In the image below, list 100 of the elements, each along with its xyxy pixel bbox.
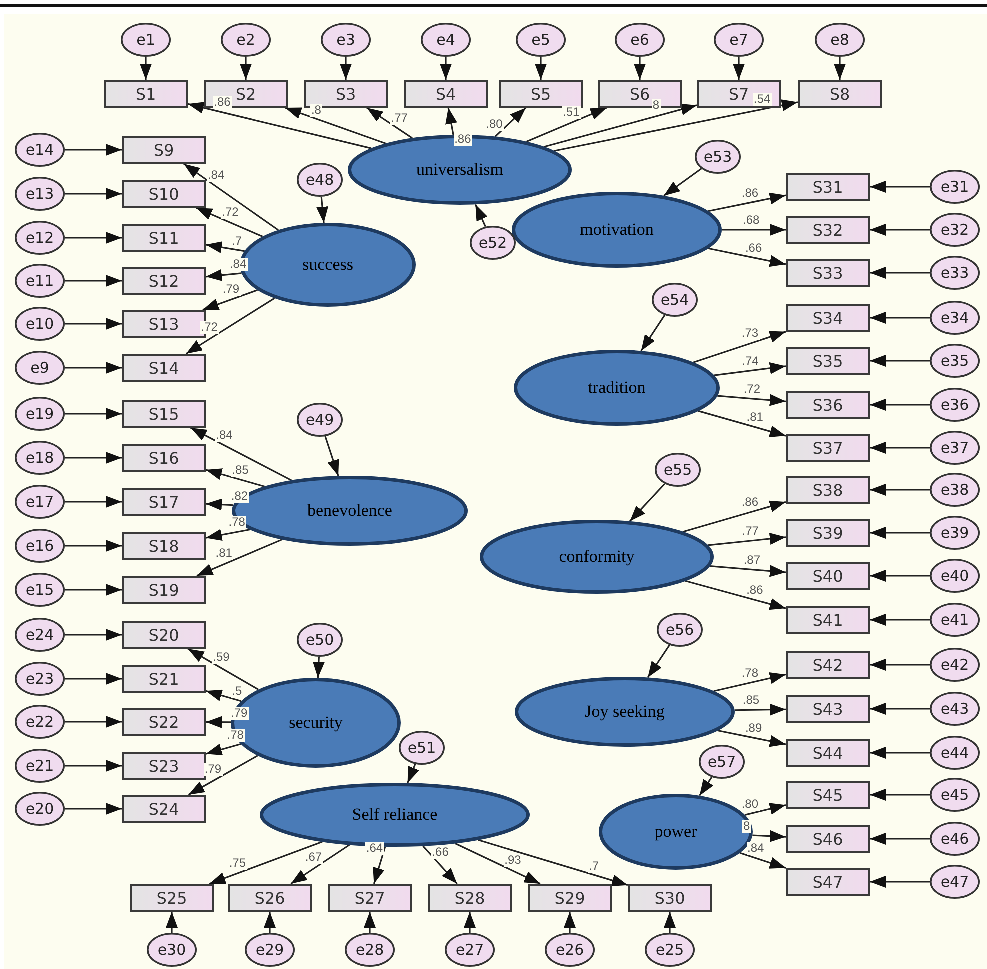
variable-label: e52: [478, 234, 508, 252]
observed-variable-box: [786, 651, 870, 679]
arrow: [733, 57, 745, 80]
edge-label: .73: [740, 327, 760, 340]
variable-label: e16: [26, 537, 54, 555]
variable-label: e38: [940, 481, 970, 499]
edge-label: .66: [431, 846, 450, 859]
error-term-ellipse: [930, 213, 980, 247]
arrow: [718, 730, 786, 748]
arrow: [140, 57, 152, 80]
variable-label: S21: [148, 670, 180, 688]
observed-variable-box: [122, 752, 206, 780]
latent-variable-ellipse: [515, 677, 735, 747]
arrow: [526, 107, 608, 143]
arrow: [285, 107, 386, 144]
variable-label: S24: [148, 800, 180, 818]
edge-label: .7: [231, 234, 244, 248]
variable-label: e10: [26, 315, 54, 333]
arrow: [870, 833, 930, 845]
error-term-ellipse: [445, 933, 495, 967]
variable-label: tradition: [588, 378, 646, 398]
arrow: [564, 912, 576, 933]
arrow: [166, 912, 178, 933]
error-term-ellipse: [645, 933, 695, 967]
arrow: [647, 644, 670, 678]
arrow: [870, 442, 930, 454]
variable-label: e26: [556, 941, 584, 959]
variable-label: e46: [940, 830, 970, 848]
arrow: [722, 224, 786, 236]
arrow: [65, 716, 122, 728]
edge-label: .75: [228, 856, 248, 870]
error-term-ellipse: [297, 403, 343, 437]
arrow: [186, 298, 276, 355]
observed-variable-box: [104, 80, 188, 108]
error-term-ellipse: [695, 140, 741, 174]
arrow: [870, 659, 930, 671]
observed-variable-box: [122, 532, 206, 560]
arrow: [699, 776, 714, 796]
variable-label: e28: [356, 941, 384, 959]
observed-variable-box: [786, 606, 870, 634]
arrow: [65, 496, 122, 508]
error-term-ellipse: [714, 23, 764, 57]
observed-variable-box: [428, 884, 512, 912]
edge-label: .82: [230, 490, 250, 503]
edge-label: .64: [365, 842, 384, 855]
observed-variable-box: [228, 884, 312, 912]
variable-label: conformity: [559, 547, 635, 567]
error-term-ellipse: [297, 623, 343, 657]
variable-label: S42: [812, 656, 844, 674]
error-term-ellipse: [930, 431, 980, 465]
latent-variable-ellipse: [514, 350, 720, 426]
arrow: [474, 204, 488, 228]
arrow: [683, 500, 786, 533]
arrow: [870, 789, 930, 801]
error-term-ellipse: [930, 516, 980, 550]
observed-variable-box: [122, 180, 206, 208]
edge-label: .77: [741, 524, 760, 538]
arrow: [734, 704, 786, 716]
arrow: [407, 764, 420, 784]
error-term-ellipse: [699, 745, 745, 779]
variable-label: S44: [812, 744, 844, 762]
error-term-ellipse: [930, 256, 980, 290]
variable-label: e41: [940, 611, 970, 629]
arrow: [65, 629, 122, 641]
variable-label: S11: [148, 228, 180, 248]
variable-label: e4: [436, 31, 456, 49]
arrow: [65, 275, 122, 287]
observed-variable-box: [786, 347, 870, 375]
variable-label: e5: [532, 31, 550, 49]
edge-label: .89: [744, 722, 764, 735]
variable-label: S12: [148, 272, 180, 290]
observed-variable-box: [786, 434, 870, 462]
edge-label: .8: [310, 104, 322, 117]
variable-label: e7: [730, 31, 748, 49]
error-term-ellipse: [930, 603, 980, 637]
arrow: [870, 570, 930, 582]
variable-label: S34: [812, 308, 844, 328]
edge-label: .51: [562, 106, 581, 119]
observed-variable-box: [122, 488, 206, 516]
arrow: [535, 57, 547, 80]
variable-label: e43: [940, 700, 970, 718]
arrow: [206, 468, 266, 488]
arrow: [65, 760, 122, 772]
observed-variable-box: [786, 562, 870, 590]
arrow: [446, 108, 458, 136]
observed-variable-box: [628, 884, 712, 912]
variable-label: S14: [148, 358, 180, 378]
variable-label: e6: [630, 31, 650, 49]
variable-label: S33: [812, 264, 844, 282]
edge-label: .93: [504, 854, 522, 868]
latent-variable-ellipse: [512, 192, 722, 268]
error-term-ellipse: [516, 23, 566, 57]
arrow: [440, 57, 452, 80]
observed-variable-box: [404, 80, 488, 108]
edge-label: .67: [304, 850, 324, 864]
arrow: [366, 107, 413, 139]
edge-label: .66: [744, 242, 764, 255]
edge-label: .72: [200, 321, 219, 334]
arrow: [718, 394, 786, 406]
variable-label: e25: [656, 941, 684, 959]
